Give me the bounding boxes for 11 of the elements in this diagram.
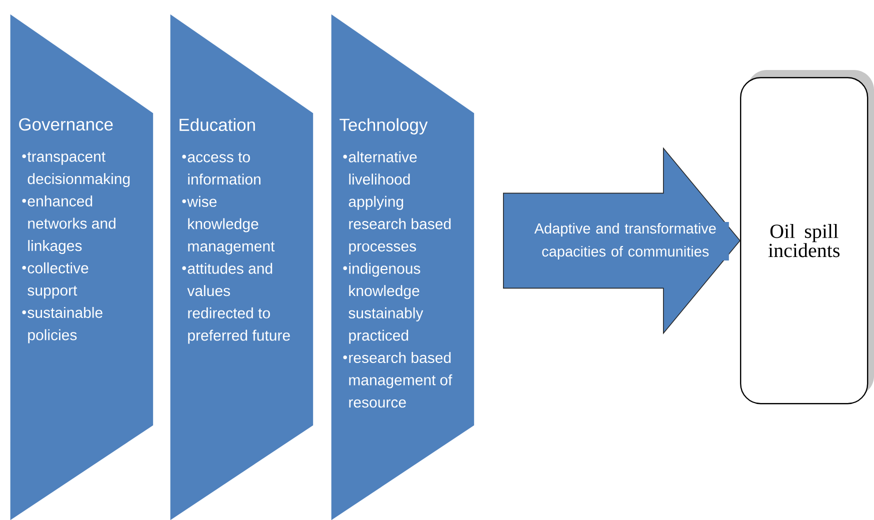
edge-label: Adaptive and transformative capacities of communities [522,222,729,260]
column-heading: Governance [19,118,113,131]
column-heading: Education [180,118,255,132]
bullet-item: sustainable policies [22,306,102,344]
chevron-shape [10,14,154,520]
rounded-box: Oil spill incidents [740,70,874,404]
chevron-shape [331,14,474,520]
chevron-shape [170,14,314,520]
bullet-item: attitudes and values redirected to preferred future [182,262,290,344]
bullet-item: research based management of resource [343,352,452,408]
column-heading: Technology [340,118,428,135]
